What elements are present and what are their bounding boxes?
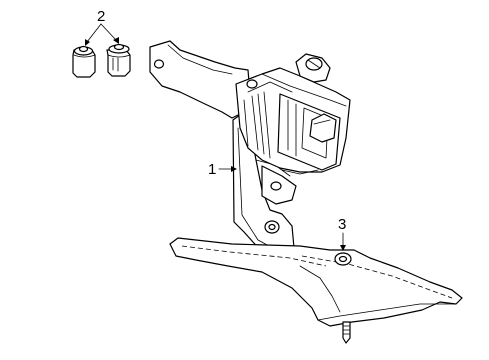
callout-2: 2 [85,8,119,46]
insulator-right [106,43,131,77]
insulator-left [72,45,96,78]
callout-1: 1 [208,161,237,178]
callout-1-label: 1 [208,161,216,178]
modulator-unit [235,53,351,205]
support-bracket [169,237,463,344]
callout-2-label: 2 [97,8,105,25]
callout-3-label: 3 [338,216,346,233]
callout-3: 3 [338,216,346,251]
